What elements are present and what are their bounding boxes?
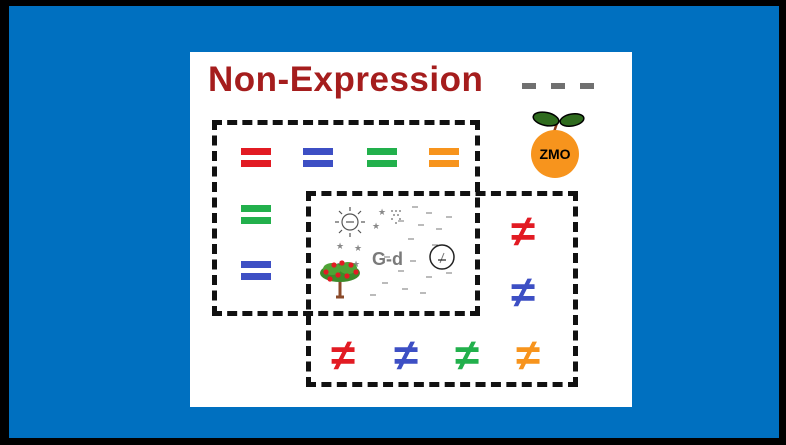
svg-text:★: ★ xyxy=(352,260,360,270)
svg-text:★: ★ xyxy=(336,242,344,252)
equality-box xyxy=(212,120,480,316)
overlap-illustration: ★★★ ★★★ xyxy=(320,206,455,299)
svg-text:★: ★ xyxy=(378,208,386,218)
dot-cluster xyxy=(391,210,401,224)
equals-sign-green xyxy=(367,146,397,170)
inequality-box xyxy=(306,191,578,387)
equals-sign-green-2 xyxy=(241,203,271,227)
center-label: G-d xyxy=(372,249,403,269)
logo-leaf-right xyxy=(559,112,585,128)
apple-tree-icon xyxy=(320,260,360,299)
zmo-orange-logo: ZMO xyxy=(531,111,585,178)
equals-sign-orange xyxy=(429,146,459,170)
slide-background: Non-Expression ZMO ≠ ≠ ≠ ≠ xyxy=(9,6,779,438)
logo-leaf-left xyxy=(532,111,560,127)
not-equals-sign-blue-2: ≠ xyxy=(394,331,419,380)
not-equals-sign-orange: ≠ xyxy=(516,331,541,380)
slide-title: Non-Expression xyxy=(208,60,484,99)
title-dashes xyxy=(522,83,594,89)
not-equals-sign-red-2: ≠ xyxy=(331,331,356,380)
not-equals-sign-blue: ≠ xyxy=(511,268,536,317)
logo-text: ZMO xyxy=(539,146,570,162)
face-circle-icon xyxy=(429,244,455,274)
equals-sign-blue-2 xyxy=(241,259,271,283)
not-equals-sign-green: ≠ xyxy=(455,331,480,380)
slide-card: Non-Expression ZMO ≠ ≠ ≠ ≠ xyxy=(190,52,632,407)
logo-orange-circle xyxy=(531,130,579,178)
svg-text:★: ★ xyxy=(372,222,380,232)
svg-text:★: ★ xyxy=(354,244,362,254)
equals-sign-blue xyxy=(303,146,333,170)
not-equals-sign-red: ≠ xyxy=(511,207,536,256)
equals-sign-red xyxy=(241,146,271,170)
small-dashes xyxy=(370,206,452,296)
sun-icon xyxy=(335,207,365,237)
